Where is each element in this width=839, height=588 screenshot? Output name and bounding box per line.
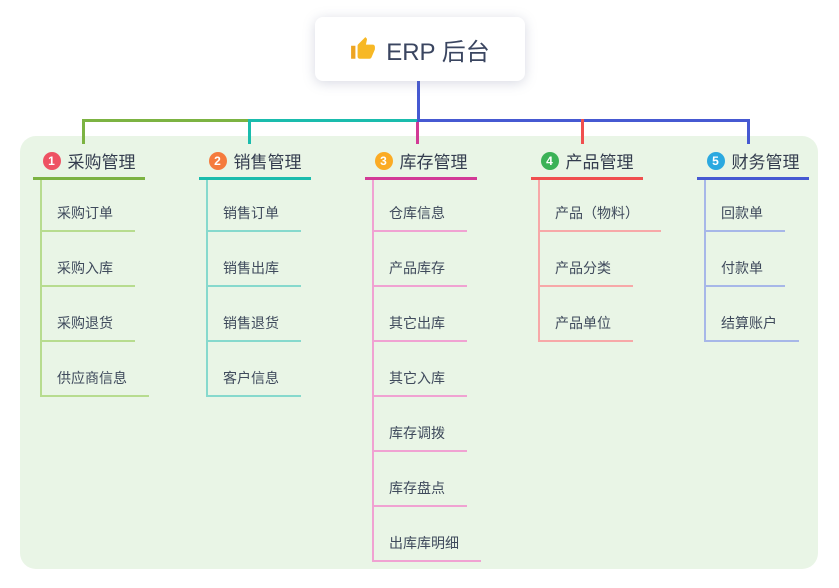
branch-number-badge: 4 <box>540 151 559 170</box>
branch-number-badge: 3 <box>374 151 393 170</box>
leaf-node[interactable]: 库存盘点 <box>372 478 467 507</box>
child-row: 回款单 <box>704 177 799 232</box>
root-node-label: ERP 后台 <box>386 38 490 66</box>
thumbs-up-icon <box>351 37 376 59</box>
branch-title-label: 销售管理 <box>233 153 302 172</box>
leaf-node[interactable]: 采购订单 <box>40 203 135 232</box>
children-finance: 回款单 付款单 结算账户 <box>704 177 799 342</box>
child-row: 采购订单 <box>40 177 149 232</box>
connector-horizontal-green <box>82 119 250 122</box>
connector-children-finance <box>704 180 706 342</box>
branches-panel <box>20 136 818 569</box>
child-row: 销售订单 <box>206 177 301 232</box>
root-node-erp-backend[interactable]: ERP 后台 <box>315 17 525 81</box>
child-row: 销售退货 <box>206 287 301 342</box>
child-row: 仓库信息 <box>372 177 481 232</box>
connector-horizontal-teal <box>250 119 417 122</box>
branch-title-label: 采购管理 <box>67 153 136 172</box>
leaf-node[interactable]: 客户信息 <box>206 368 301 397</box>
leaf-node[interactable]: 其它入库 <box>372 368 467 397</box>
connector-children-inventory <box>372 180 374 562</box>
child-row: 供应商信息 <box>40 342 149 397</box>
children-inventory: 仓库信息 产品库存 其它出库 其它入库 库存调拨 库存盘点 出库库明细 <box>372 177 481 562</box>
branch-node-sales[interactable]: 2 销售管理 <box>199 144 311 180</box>
branch-node-inventory[interactable]: 3 库存管理 <box>365 144 477 180</box>
child-row: 采购入库 <box>40 232 149 287</box>
leaf-node[interactable]: 出库库明细 <box>372 533 481 562</box>
leaf-node[interactable]: 产品库存 <box>372 258 467 287</box>
leaf-node[interactable]: 销售退货 <box>206 313 301 342</box>
branch-title-label: 财务管理 <box>731 153 800 172</box>
leaf-node[interactable]: 付款单 <box>704 258 785 287</box>
connector-children-sales <box>206 180 208 397</box>
child-row: 销售出库 <box>206 232 301 287</box>
connector-drop-product <box>581 119 584 144</box>
leaf-node[interactable]: 产品（物料） <box>538 203 661 232</box>
branch-number-badge: 1 <box>42 151 61 170</box>
children-purchase: 采购订单 采购入库 采购退货 供应商信息 <box>40 177 149 397</box>
branch-number-badge: 5 <box>706 151 725 170</box>
connector-children-purchase <box>40 180 42 397</box>
connector-drop-finance <box>747 119 750 144</box>
branch-node-product[interactable]: 4 产品管理 <box>531 144 643 180</box>
leaf-node[interactable]: 仓库信息 <box>372 203 467 232</box>
branch-node-purchase[interactable]: 1 采购管理 <box>33 144 145 180</box>
leaf-node[interactable]: 产品分类 <box>538 258 633 287</box>
child-row: 产品（物料） <box>538 177 661 232</box>
child-row: 其它出库 <box>372 287 481 342</box>
leaf-node[interactable]: 销售出库 <box>206 258 301 287</box>
child-row: 产品单位 <box>538 287 661 342</box>
child-row: 出库库明细 <box>372 507 481 562</box>
leaf-node[interactable]: 结算账户 <box>704 313 799 342</box>
leaf-node[interactable]: 采购入库 <box>40 258 135 287</box>
child-row: 采购退货 <box>40 287 149 342</box>
leaf-node[interactable]: 采购退货 <box>40 313 135 342</box>
connector-drop-inventory <box>416 122 419 144</box>
leaf-node[interactable]: 供应商信息 <box>40 368 149 397</box>
leaf-node[interactable]: 库存调拨 <box>372 423 467 452</box>
connector-drop-purchase <box>82 119 85 144</box>
child-row: 库存调拨 <box>372 397 481 452</box>
child-row: 其它入库 <box>372 342 481 397</box>
branch-node-finance[interactable]: 5 财务管理 <box>697 144 809 180</box>
child-row: 客户信息 <box>206 342 301 397</box>
branch-number-badge: 2 <box>208 151 227 170</box>
leaf-node[interactable]: 产品单位 <box>538 313 633 342</box>
children-sales: 销售订单 销售出库 销售退货 客户信息 <box>206 177 301 397</box>
leaf-node[interactable]: 销售订单 <box>206 203 301 232</box>
child-row: 付款单 <box>704 232 799 287</box>
connector-root-vertical <box>417 80 420 121</box>
connector-drop-sales <box>248 119 251 144</box>
child-row: 产品库存 <box>372 232 481 287</box>
leaf-node[interactable]: 回款单 <box>704 203 785 232</box>
connector-children-product <box>538 180 540 342</box>
leaf-node[interactable]: 其它出库 <box>372 313 467 342</box>
child-row: 产品分类 <box>538 232 661 287</box>
branch-title-label: 库存管理 <box>399 153 468 172</box>
child-row: 结算账户 <box>704 287 799 342</box>
branch-title-label: 产品管理 <box>565 153 634 172</box>
children-product: 产品（物料） 产品分类 产品单位 <box>538 177 661 342</box>
child-row: 库存盘点 <box>372 452 481 507</box>
